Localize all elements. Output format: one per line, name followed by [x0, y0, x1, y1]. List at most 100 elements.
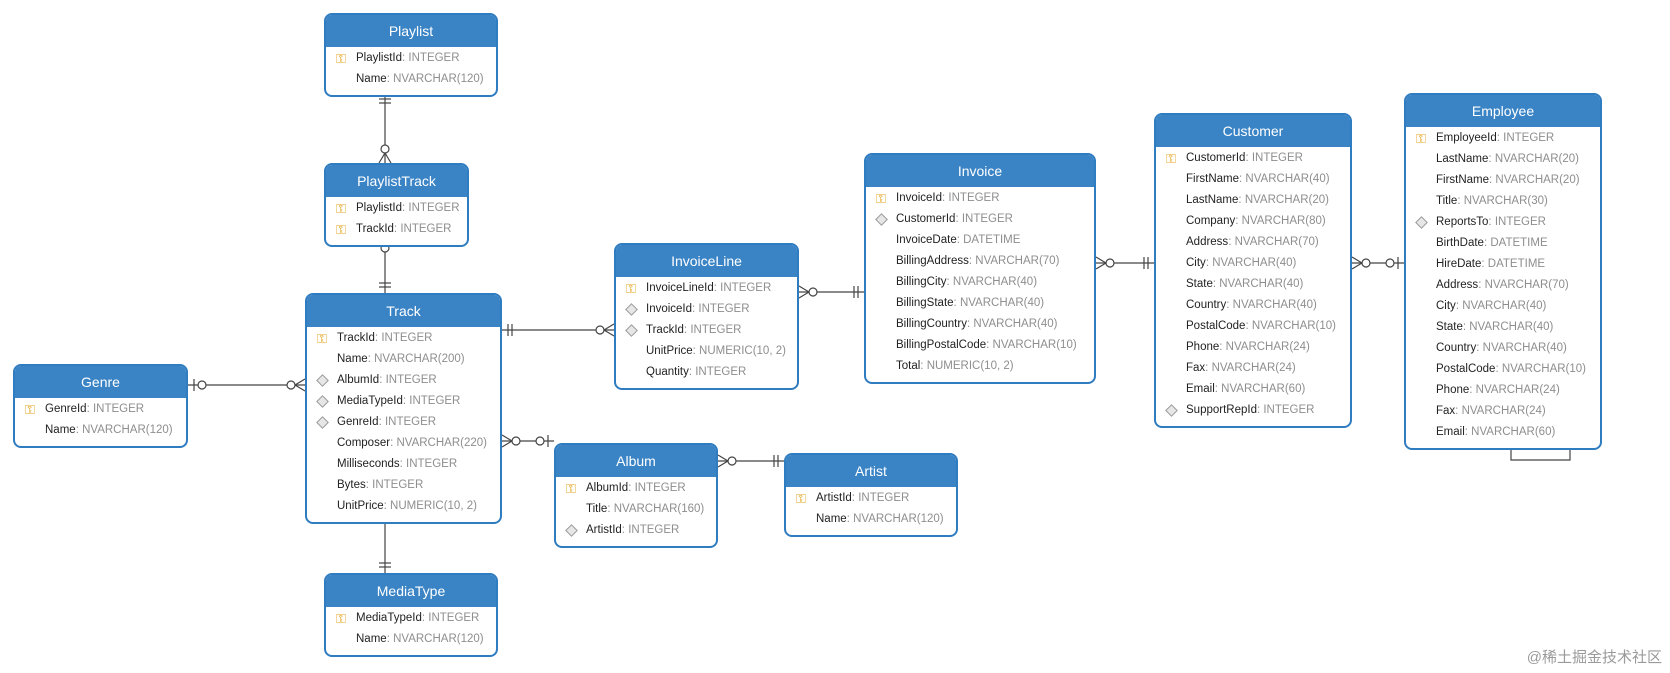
field-name: Phone	[1186, 341, 1220, 353]
field-separator: :	[1488, 153, 1495, 165]
field-type: NVARCHAR(40)	[959, 297, 1045, 309]
field-separator: :	[953, 297, 960, 309]
field-row: ⚿EmployeeId: INTEGER	[1406, 128, 1600, 149]
field-name: AlbumId	[337, 374, 380, 386]
field-separator: :	[713, 282, 721, 294]
field-name: City	[1186, 257, 1206, 269]
field-name: MediaTypeId	[337, 395, 403, 407]
diamond-icon	[315, 374, 329, 387]
primary-key-icon: ⚿	[336, 201, 346, 216]
field-separator: :	[1455, 300, 1463, 312]
field-type: NVARCHAR(40)	[1469, 321, 1554, 333]
foreign-key-icon	[307, 374, 337, 387]
field-name: MediaTypeId	[356, 612, 422, 624]
field-row: Email: NVARCHAR(60)	[1156, 379, 1350, 400]
watermark: @稀土掘金技术社区	[1526, 649, 1662, 666]
field-separator: :	[1481, 258, 1488, 270]
field-type: INTEGER	[408, 202, 460, 214]
field-separator: :	[621, 524, 629, 536]
field-separator: :	[1205, 362, 1212, 374]
field-row: Bytes: INTEGER	[307, 475, 500, 496]
field-type: INTEGER	[408, 52, 460, 64]
entity-title: Track	[307, 295, 500, 327]
field-row: Fax: NVARCHAR(24)	[1406, 401, 1600, 422]
field-type: NVARCHAR(60)	[1221, 383, 1306, 395]
foreign-key-icon	[307, 395, 337, 408]
field-name: Address	[1186, 236, 1229, 248]
field-type: NVARCHAR(24)	[1461, 405, 1546, 417]
field-name: ArtistId	[816, 492, 852, 504]
field-name: Name	[45, 424, 76, 436]
key-icon: ⚿	[556, 482, 586, 495]
field-separator: :	[379, 374, 386, 386]
key-icon: ⚿	[786, 492, 816, 505]
field-row: UnitPrice: NUMERIC(10, 2)	[616, 341, 797, 362]
field-row: PostalCode: NVARCHAR(10)	[1156, 316, 1350, 337]
field-name: BillingPostalCode	[896, 339, 987, 351]
field-type: NUMERIC(10, 2)	[390, 500, 477, 512]
field-name: Bytes	[337, 479, 366, 491]
field-type: NVARCHAR(24)	[1225, 341, 1310, 353]
diamond-icon	[624, 324, 638, 337]
field-row: Name: NVARCHAR(120)	[786, 509, 956, 530]
field-row: TrackId: INTEGER	[616, 320, 797, 341]
entity-title: InvoiceLine	[616, 245, 797, 277]
relationship-album-track	[501, 434, 554, 448]
field-type: NVARCHAR(120)	[393, 73, 484, 85]
field-name: PostalCode	[1186, 320, 1246, 332]
field-row: Name: NVARCHAR(120)	[15, 420, 186, 441]
field-separator: :	[966, 318, 974, 330]
field-name: GenreId	[337, 416, 379, 428]
field-name: State	[1186, 278, 1213, 290]
field-row: ⚿AlbumId: INTEGER	[556, 478, 716, 499]
field-type: NVARCHAR(70)	[1234, 236, 1319, 248]
foreign-key-icon	[1156, 404, 1186, 417]
field-row: ⚿InvoiceLineId: INTEGER	[616, 278, 797, 299]
field-type: INTEGER	[1503, 132, 1555, 144]
field-type: DATETIME	[963, 234, 1021, 246]
relationship-track-invoiceline	[502, 323, 615, 337]
field-name: Name	[356, 633, 387, 645]
relationship-customer-invoice	[1095, 256, 1154, 270]
field-row: BillingState: NVARCHAR(40)	[866, 293, 1094, 314]
field-separator: :	[692, 303, 699, 315]
field-type: NVARCHAR(120)	[853, 513, 944, 525]
field-type: INTEGER	[385, 374, 437, 386]
field-row: Phone: NVARCHAR(24)	[1156, 337, 1350, 358]
diamond-icon	[874, 213, 888, 226]
field-name: PlaylistId	[356, 202, 403, 214]
foreign-key-icon	[1406, 216, 1436, 229]
field-row: BillingAddress: NVARCHAR(70)	[866, 251, 1094, 272]
field-separator: :	[393, 223, 401, 235]
field-row: FirstName: NVARCHAR(40)	[1156, 169, 1350, 190]
field-type: NVARCHAR(40)	[1232, 299, 1317, 311]
field-type: NVARCHAR(40)	[1212, 257, 1297, 269]
entity-playlisttrack[interactable]: PlaylistTrack⚿PlaylistId: INTEGER⚿TrackI…	[324, 163, 469, 247]
field-separator: :	[378, 416, 385, 428]
key-icon: ⚿	[1406, 132, 1436, 145]
field-separator: :	[1462, 321, 1470, 333]
field-row: ⚿GenreId: INTEGER	[15, 399, 186, 420]
field-row: MediaTypeId: INTEGER	[307, 391, 500, 412]
key-icon: ⚿	[15, 403, 45, 416]
field-name: InvoiceLineId	[646, 282, 714, 294]
field-separator: :	[1228, 236, 1235, 248]
field-row: SupportRepId: INTEGER	[1156, 400, 1350, 421]
field-name: PostalCode	[1436, 363, 1496, 375]
field-type: INTEGER	[628, 524, 680, 536]
diamond-icon	[315, 416, 329, 429]
field-row: FirstName: NVARCHAR(20)	[1406, 170, 1600, 191]
field-name: ArtistId	[586, 524, 622, 536]
